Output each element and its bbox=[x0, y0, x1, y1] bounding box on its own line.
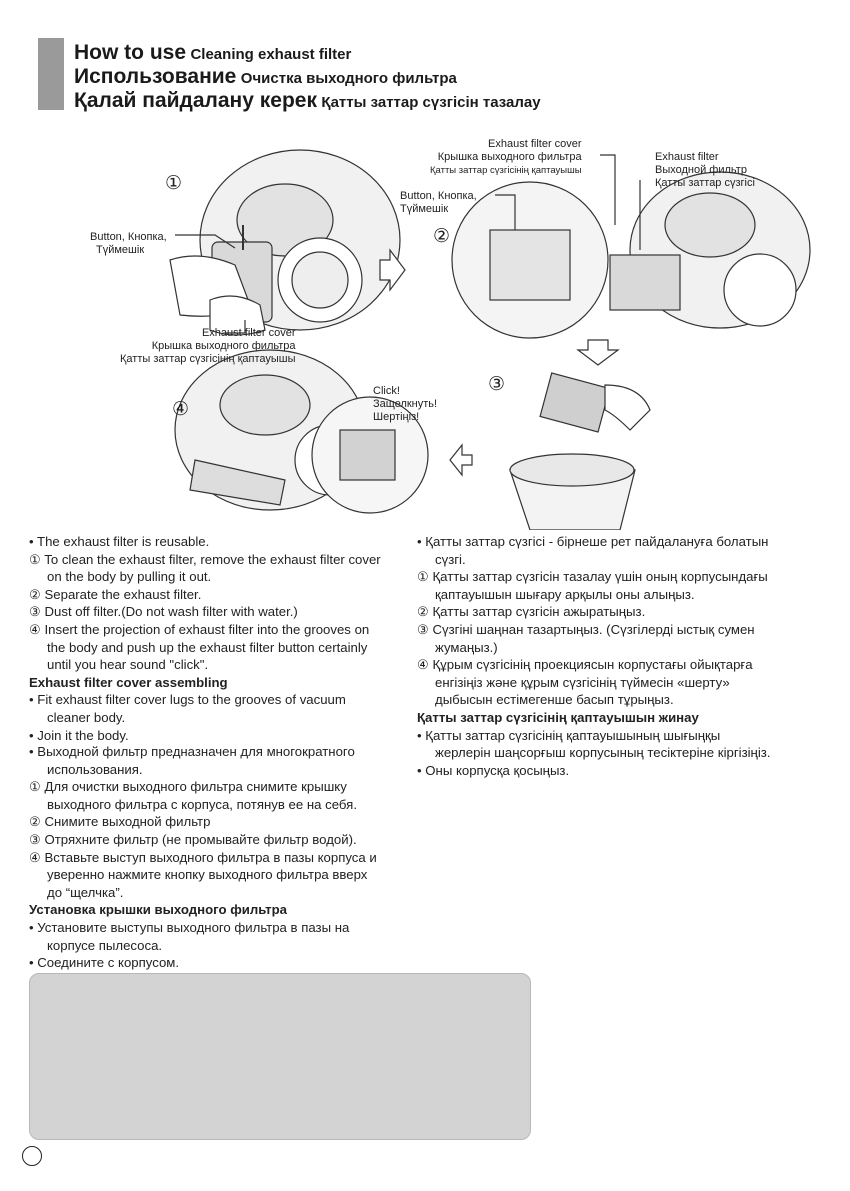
russian-line: выходного фильтра с корпуса, потянув ее … bbox=[47, 796, 357, 812]
russian-line: • Установите выступы выходного фильтра в… bbox=[29, 919, 350, 935]
kazakh-line: ① Қатты заттар сүзгісін тазалау үшін оны… bbox=[417, 569, 768, 585]
title-russian-sub: Очистка выходного фильтра bbox=[240, 70, 457, 87]
step-number-4: ④ bbox=[172, 399, 190, 420]
english-line: • Fit exhaust filter cover lugs to the g… bbox=[29, 692, 346, 708]
russian-line: • Соедините с корпусом. bbox=[29, 955, 180, 971]
english-instructions: • The exhaust filter is reusable. ① To c… bbox=[29, 533, 409, 744]
title-russian: Использование Очистка выходного фильтра bbox=[74, 66, 457, 87]
kazakh-line: ④ Құрым сүзгісінің проекциясын корпустағ… bbox=[417, 657, 753, 673]
title-russian-main: Использование bbox=[74, 65, 237, 88]
english-subheading: Exhaust filter cover assembling bbox=[29, 674, 228, 690]
title-english: How to use Cleaning exhaust filter bbox=[74, 42, 351, 63]
russian-line: корпусе пылесоса. bbox=[47, 937, 163, 953]
english-line: on the body by pulling it out. bbox=[47, 569, 212, 585]
english-line: ① To clean the exhaust filter, remove th… bbox=[29, 551, 381, 567]
russian-line: • Выходной фильтр предназначен для много… bbox=[29, 744, 355, 759]
russian-line: ② Снимите выходной фильтр bbox=[29, 814, 211, 830]
russian-line: до “щелчка”. bbox=[47, 884, 124, 900]
kazakh-line: • Оны корпусқа қосыңыз. bbox=[417, 762, 570, 778]
kazakh-line: • Қатты заттар сүзгісі - бірнеше рет пай… bbox=[417, 534, 769, 549]
english-line: cleaner body. bbox=[47, 709, 126, 725]
label-button-step1: Button, Кнопка, Түймешік bbox=[90, 231, 167, 256]
arrow-right-icon bbox=[379, 248, 406, 292]
arrow-down-icon bbox=[576, 339, 620, 366]
kazakh-line: ③ Сүзгіні шаңнан тазартыңыз. (Сүзгілерді… bbox=[417, 621, 755, 637]
leader-button-step1 bbox=[175, 234, 236, 249]
english-line: ② Separate the exhaust filter. bbox=[29, 586, 202, 602]
english-line: • Join it the body. bbox=[29, 727, 129, 743]
title-kazakh: Қалай пайдалану керек Қатты заттар сүзгі… bbox=[74, 90, 541, 111]
vacuum-illustration-step1 bbox=[169, 149, 401, 336]
russian-subheading: Установка крышки выходного фильтра bbox=[29, 902, 288, 918]
vacuum-illustration-step4 bbox=[174, 349, 429, 514]
english-line: the body and push up the exhaust filter … bbox=[47, 639, 368, 655]
title-english-sub: Cleaning exhaust filter bbox=[190, 46, 352, 63]
page-number-circle bbox=[22, 1146, 42, 1166]
kazakh-line: дыбысын естімегенше басып тұрыңыз. bbox=[435, 692, 674, 708]
kazakh-line: сүзгі. bbox=[435, 551, 466, 567]
kazakh-line: қаптауышын шығару арқылы оны алыңыз. bbox=[435, 586, 695, 602]
section-sidebar-bar bbox=[38, 38, 64, 110]
step-number-2: ② bbox=[433, 226, 451, 247]
step-number-1: ① bbox=[165, 173, 183, 194]
instruction-illustration: ① ② ③ ④ Button, Кнопка, Түймешік Exhaust… bbox=[20, 130, 830, 530]
arrow-left-icon bbox=[449, 443, 473, 477]
label-cover-step1: Exhaust filter cover Крышка выходного фи… bbox=[120, 327, 296, 365]
kazakh-line: • Қатты заттар сүзгісінің қаптауышының ш… bbox=[417, 727, 721, 743]
kazakh-line: ② Қатты заттар сүзгісін ажыратыңыз. bbox=[417, 604, 646, 620]
russian-line: уверенно нажмите кнопку выходного фильтр… bbox=[47, 867, 368, 883]
kazakh-line: жумаңыз.) bbox=[435, 639, 498, 655]
english-line: • The exhaust filter is reusable. bbox=[29, 534, 210, 549]
english-line: until you hear sound "click". bbox=[47, 657, 209, 673]
english-line: ③ Dust off filter.(Do not wash filter wi… bbox=[29, 604, 298, 620]
title-kazakh-main: Қалай пайдалану керек bbox=[74, 89, 317, 112]
illustration-svg bbox=[169, 149, 811, 530]
kazakh-line: жерлерін шаңсорғыш корпусының тесіктерін… bbox=[435, 745, 771, 761]
label-button-step2: Button, Кнопка, Түймешік bbox=[400, 190, 477, 215]
step-number-3: ③ bbox=[488, 374, 506, 395]
title-kazakh-sub: Қатты заттар сүзгісін тазалау bbox=[321, 94, 541, 111]
label-exhaust-filter: Exhaust filter Выходной фильтр Қатты зат… bbox=[655, 151, 755, 189]
label-cover-top: Exhaust filter cover Крышка выходного фи… bbox=[430, 138, 582, 176]
label-click: Click! Защелкнуть! Шертіңіз! bbox=[373, 385, 438, 423]
kazakh-line: енгізіңіз және құрым сүзгісінің түймесін… bbox=[435, 674, 730, 690]
leader-button-step2 bbox=[495, 194, 516, 230]
kazakh-instructions: • Қатты заттар сүзгісі - бірнеше рет пай… bbox=[417, 533, 827, 779]
russian-line: использования. bbox=[47, 761, 143, 777]
leader-cover-top bbox=[600, 154, 616, 225]
russian-line: ① Для очистки выходного фильтра снимите … bbox=[29, 779, 347, 795]
russian-line: ③ Отряхните фильтр (не промывайте фильтр… bbox=[29, 831, 357, 847]
english-line: ④ Insert the projection of exhaust filte… bbox=[29, 621, 370, 637]
vacuum-illustration-step2 bbox=[451, 171, 811, 339]
title-english-main: How to use bbox=[74, 41, 187, 64]
russian-instructions: • Выходной фильтр предназначен для много… bbox=[29, 743, 409, 972]
russian-line: ④ Вставьте выступ выходного фильтра в па… bbox=[29, 849, 377, 865]
kazakh-subheading: Қатты заттар сүзгісінің қаптауышын жинау bbox=[417, 709, 699, 725]
note-box bbox=[29, 973, 531, 1140]
trash-bin-illustration bbox=[509, 372, 651, 530]
leader-cover-step1 bbox=[225, 320, 246, 334]
